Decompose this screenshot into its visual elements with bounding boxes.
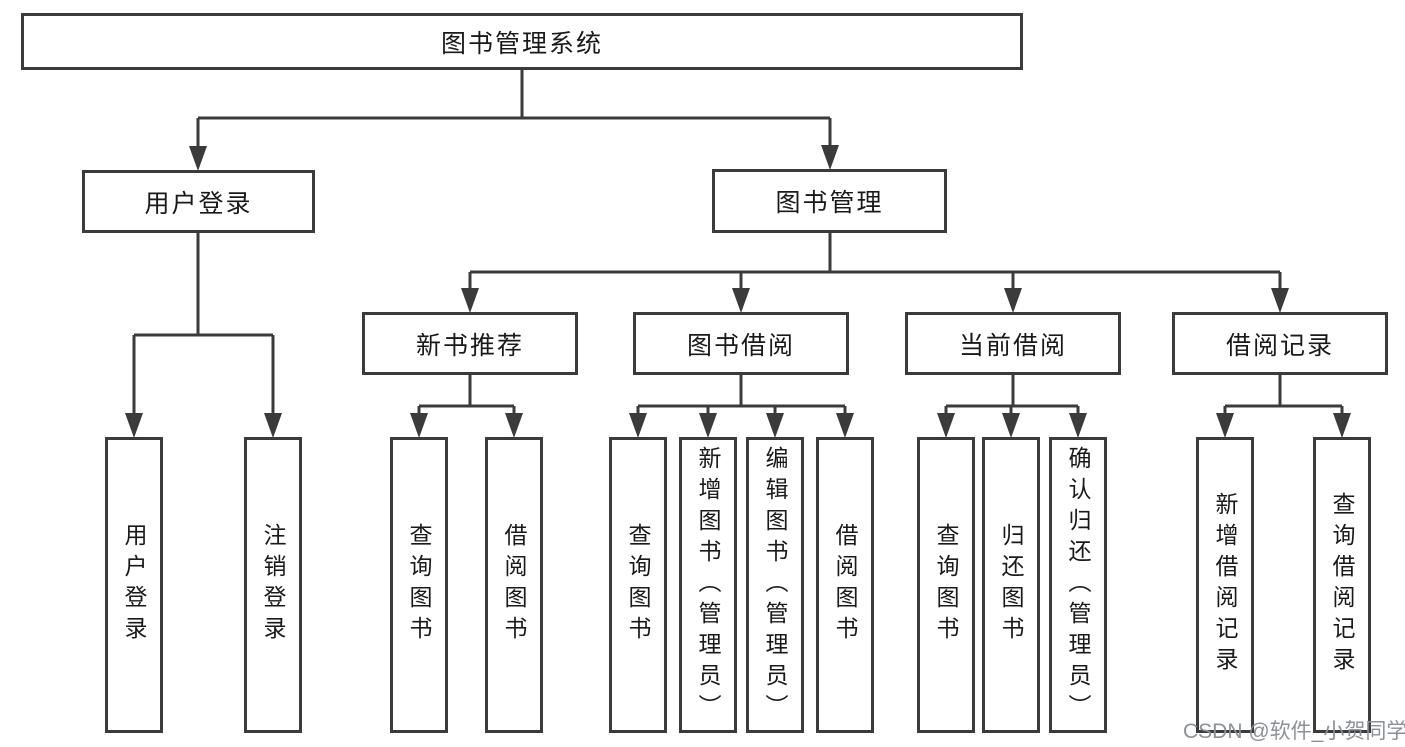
- leaf-user-login: 用户登录: [105, 437, 163, 733]
- leaf-logout: 注销登录: [244, 437, 302, 733]
- leaf-query-borrow-record: 查询借阅记录: [1313, 437, 1371, 733]
- node-book-borrow: 图书借阅: [633, 312, 849, 375]
- leaf-query-books-recommend: 查询图书: [390, 437, 448, 733]
- leaf-query-books-borrow: 查询图书: [609, 437, 667, 733]
- leaf-add-borrow-record: 新增借阅记录: [1196, 437, 1254, 733]
- leaf-borrow-books: 借阅图书: [816, 437, 874, 733]
- node-user-login: 用户登录: [82, 170, 315, 233]
- leaf-return-book: 归还图书: [982, 437, 1040, 733]
- node-current-borrow: 当前借阅: [905, 312, 1121, 375]
- node-book-management: 图书管理: [712, 169, 947, 233]
- leaf-confirm-return-admin: 确认归还（管理员）: [1049, 437, 1107, 733]
- leaf-add-book-admin: 新增图书（管理员）: [679, 437, 737, 733]
- node-borrow-records: 借阅记录: [1172, 312, 1388, 375]
- node-root: 图书管理系统: [21, 13, 1023, 70]
- leaf-query-books-current: 查询图书: [917, 437, 975, 733]
- watermark: CSDN @软件_小贺同学: [1183, 720, 1405, 743]
- leaf-borrow-books-recommend: 借阅图书: [485, 437, 543, 733]
- leaf-edit-book-admin: 编辑图书（管理员）: [746, 437, 804, 733]
- node-new-book-recommend: 新书推荐: [362, 312, 578, 375]
